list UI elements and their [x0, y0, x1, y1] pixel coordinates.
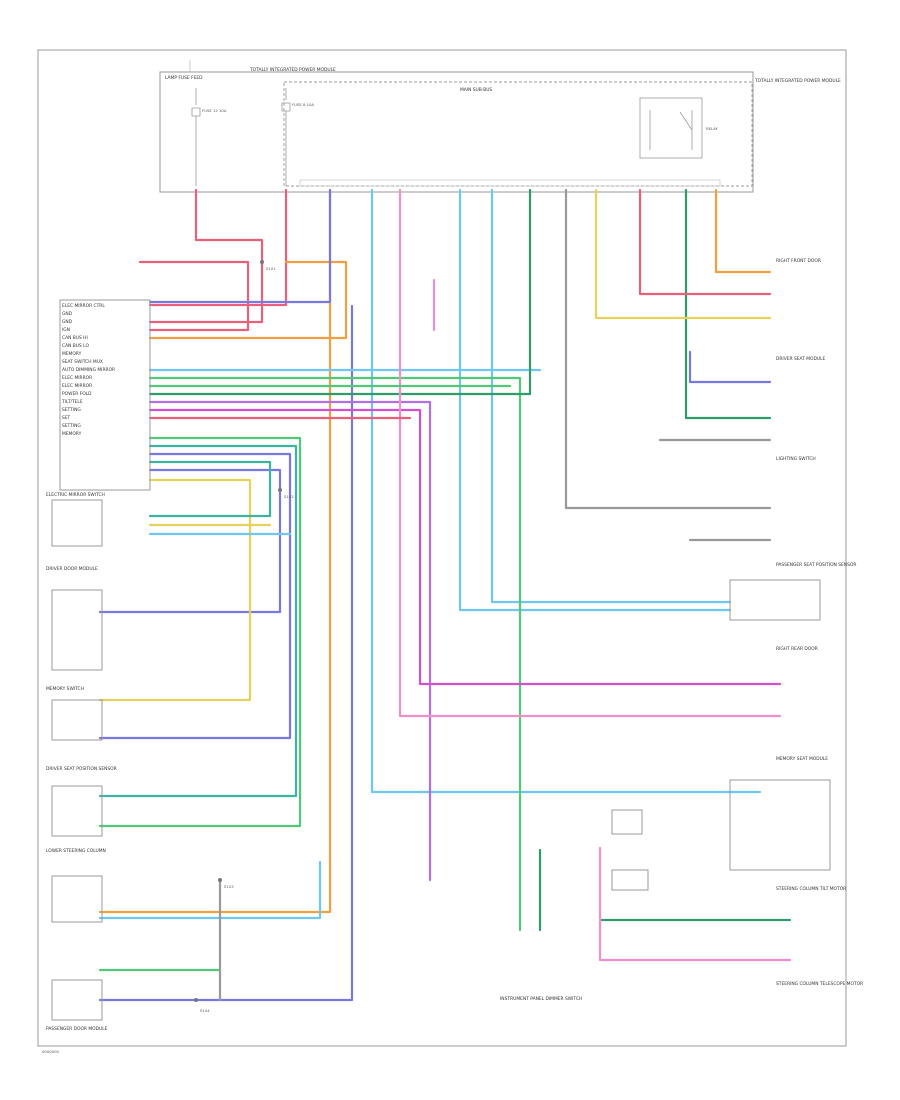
wire-blue-1	[148, 188, 332, 304]
wire-yellow-2	[98, 478, 252, 702]
wire-pink-2	[598, 846, 792, 962]
left-label-11: POWER FOLD	[62, 391, 92, 397]
module-inner-label: MAIN SUB-BUS	[460, 87, 492, 93]
right-component-1: DRIVER SEAT MODULE	[776, 356, 826, 362]
wire-red-3	[138, 260, 250, 332]
left-component-1: DRIVER DOOR MODULE	[46, 566, 98, 572]
wire-teal-1	[98, 444, 298, 798]
module-top-center-label: TOTALLY INTEGRATED POWER MODULE	[249, 67, 336, 73]
fuse-symbol: FUSE 12 10A	[191, 88, 227, 186]
wire-magenta-1	[148, 408, 782, 686]
left-label-13: SETTING	[62, 407, 81, 413]
wire-lightblue-5	[98, 860, 322, 920]
module-top-left-label: LAMP FUSE FEED	[165, 75, 203, 81]
fuse-symbol: FUSE 8 10A	[281, 88, 314, 186]
left-component-0: ELECTRIC MIRROR SWITCH	[46, 492, 105, 498]
wire-red-2	[148, 188, 288, 307]
wire-darkgreen-2	[684, 188, 772, 420]
wire-blue-3	[98, 452, 292, 740]
left-label-12: TILT/TELE	[61, 399, 83, 405]
wire-yellow-1	[594, 188, 772, 320]
wire-orange-right	[714, 188, 772, 274]
fuse-label-1: FUSE 12 10A	[202, 108, 227, 113]
splice-label-1: S102	[284, 494, 294, 499]
wire-red-right	[638, 188, 772, 296]
right-component-4: RIGHT REAR DOOR	[776, 646, 818, 652]
left-label-14: SET	[62, 415, 71, 421]
left-label-7: SEAT SWITCH MUX	[62, 359, 103, 365]
wire-orange-2	[98, 188, 332, 914]
left-label-6: MEMORY	[62, 351, 82, 357]
bottom-label: INSTRUMENT PANEL DIMMER SWITCH	[500, 996, 582, 1002]
wire-gray-1	[564, 188, 772, 510]
wire-orange	[148, 260, 348, 340]
splice-label-3: S104	[200, 1008, 210, 1013]
left-label-2: GND	[62, 319, 73, 325]
right-components: RIGHT FRONT DOOR DRIVER SEAT MODULE LIGH…	[729, 258, 863, 987]
left-label-1: GND	[62, 311, 73, 317]
right-component-2: LIGHTING SWITCH	[776, 456, 816, 462]
left-component-2: MEMORY SWITCH	[46, 686, 84, 692]
left-component-3: DRIVER SEAT POSITION SENSOR	[46, 766, 117, 772]
splices: S101 S102 S103 S104	[194, 260, 294, 1013]
left-label-4: CAN BUS HI	[62, 335, 88, 341]
left-label-10: ELEC MIRROR	[62, 383, 92, 389]
left-label-3: IGN	[62, 327, 70, 333]
left-connector: ELEC MIRROR CTRL GND GND IGN CAN BUS HI …	[59, 299, 151, 491]
footer-id: 0000000	[42, 1049, 59, 1054]
right-component-5: MEMORY SEAT MODULE	[776, 756, 828, 762]
wire-pink-1	[398, 188, 782, 718]
fuse-label-2: FUSE 8 10A	[292, 102, 314, 107]
relay-symbol: RELAY	[639, 97, 719, 159]
left-label-5: CAN BUS LO	[62, 343, 89, 349]
wire-red-feed	[148, 188, 264, 324]
left-label-8: AUTO DIMMING MIRROR	[62, 367, 115, 373]
left-label-0: ELEC MIRROR CTRL	[62, 303, 105, 309]
wire-lightblue-2	[458, 188, 732, 612]
splice-label-0: S101	[266, 266, 276, 271]
wire-purple-1	[148, 400, 432, 882]
relay-label: RELAY	[706, 126, 719, 131]
right-component-7: STEERING COLUMN TELESCOPE MOTOR	[776, 981, 863, 987]
wire-lightblue-1	[370, 188, 762, 794]
wire-darkgreen-1	[148, 188, 532, 396]
wire-blue-right	[688, 350, 772, 384]
left-component-5: PASSENGER DOOR MODULE	[46, 1026, 108, 1032]
right-component-0: RIGHT FRONT DOOR	[776, 258, 821, 264]
wire-green-1	[148, 376, 522, 932]
left-components: ELECTRIC MIRROR SWITCH DRIVER DOOR MODUL…	[46, 492, 117, 1032]
wire-teal-row	[148, 460, 272, 518]
right-component-6: STEERING COLUMN TILT MOTOR	[776, 886, 846, 892]
right-component-3: PASSENGER SEAT POSITION SENSOR	[776, 562, 856, 568]
wires	[98, 188, 792, 1002]
power-module: LAMP FUSE FEED TOTALLY INTEGRATED POWER …	[159, 60, 841, 193]
left-label-16: MEMORY	[62, 431, 82, 437]
diagram-frame	[37, 49, 847, 1047]
wire-lightblue-3	[490, 188, 732, 604]
left-component-4: LOWER STEERING COLUMN	[46, 848, 106, 854]
module-right-label: TOTALLY INTEGRATED POWER MODULE	[754, 78, 841, 84]
splice-label-2: S103	[224, 884, 234, 889]
left-label-9: ELEC MIRROR	[62, 375, 92, 381]
left-label-15: SETTING	[62, 423, 81, 429]
wire-green-2	[98, 436, 302, 828]
wire-blue-4	[98, 468, 282, 614]
wire-blue-2	[98, 304, 354, 1002]
